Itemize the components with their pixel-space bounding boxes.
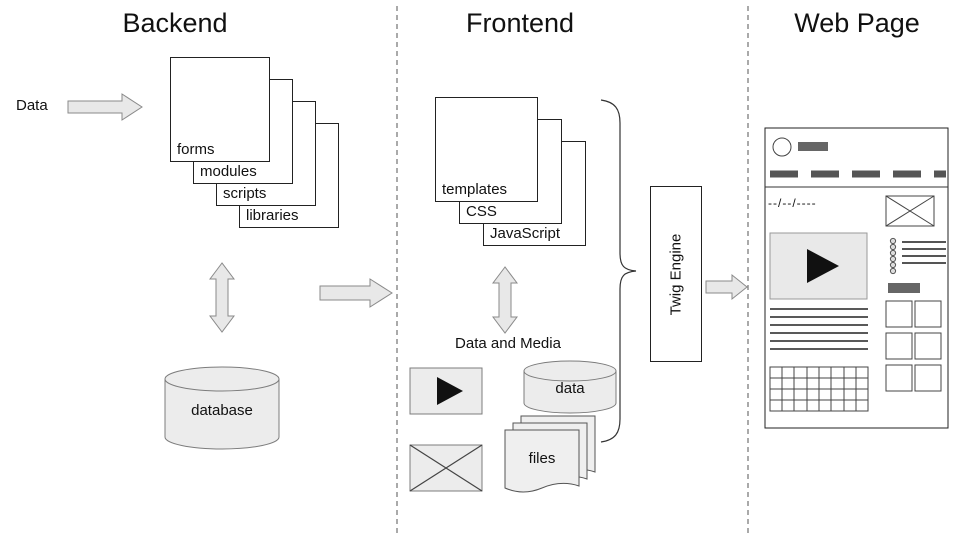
table-grid xyxy=(769,366,869,412)
stack-label-modules: modules xyxy=(200,163,257,180)
list-lines xyxy=(902,241,946,264)
data-input-label: Data xyxy=(16,97,48,114)
database-label: database xyxy=(191,402,253,419)
stack-box-templates: templates xyxy=(435,97,538,202)
play-icon xyxy=(409,367,483,415)
header-bar xyxy=(798,142,828,151)
bullet-list-icon xyxy=(889,237,897,275)
image-icon xyxy=(409,444,483,492)
group-brace xyxy=(600,99,637,443)
image-placeholder-icon xyxy=(885,195,935,227)
webpage-mockup xyxy=(764,127,949,429)
stack-label-libraries: libraries xyxy=(246,207,299,224)
backend-title: Backend xyxy=(122,8,228,38)
backend-to-frontend-arrow xyxy=(319,278,393,308)
date-placeholder-text: --/--/---- xyxy=(768,196,817,210)
frontend-title: Frontend xyxy=(465,8,575,38)
stack-label-javascript: JavaScript xyxy=(490,225,561,242)
data-to-stack-arrow xyxy=(67,93,143,121)
webpage-title: Web Page xyxy=(794,8,920,38)
paragraph-lines xyxy=(770,308,868,350)
files-stack-icon xyxy=(504,415,596,493)
stack-label-css: CSS xyxy=(466,203,497,220)
thumbnail-grid xyxy=(885,300,942,392)
avatar-icon xyxy=(772,137,792,157)
twig-to-webpage-arrow xyxy=(705,273,748,301)
subheading-bar xyxy=(888,283,920,293)
files-label: files xyxy=(528,450,556,467)
stack-label-templates: templates xyxy=(442,181,508,198)
video-player-icon xyxy=(769,232,868,300)
frontend-media-double-arrow xyxy=(492,266,518,334)
stack-label-scripts: scripts xyxy=(223,185,267,202)
data-cylinder-icon xyxy=(523,360,617,414)
stack-label-forms: forms xyxy=(177,141,215,158)
data-cylinder-label: data xyxy=(555,380,585,397)
twig-engine-label: Twig Engine xyxy=(667,233,685,315)
twig-engine-box: Twig Engine xyxy=(650,186,702,362)
data-and-media-label: Data and Media xyxy=(455,335,561,352)
stack-box-forms: forms xyxy=(170,57,270,162)
database-cylinder-icon xyxy=(164,366,280,450)
backend-database-double-arrow xyxy=(209,262,235,333)
